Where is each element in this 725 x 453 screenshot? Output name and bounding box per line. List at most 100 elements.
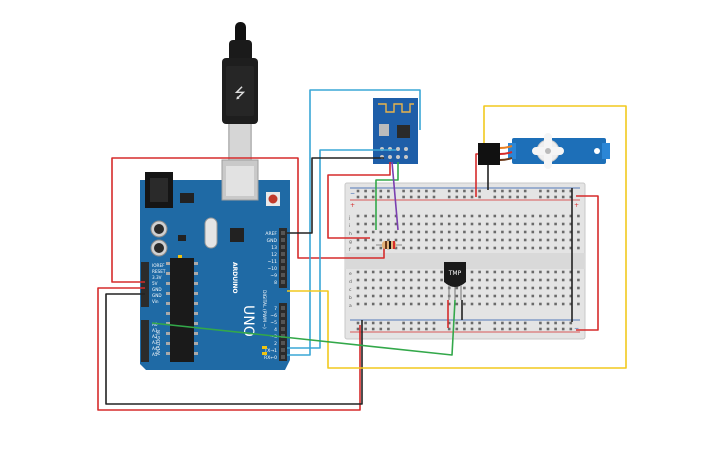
breadboard-hole[interactable] xyxy=(463,327,466,331)
wire-blue[interactable] xyxy=(287,89,421,356)
breadboard-hole[interactable] xyxy=(485,294,489,298)
breadboard-hole[interactable] xyxy=(539,195,542,199)
breadboard-hole[interactable] xyxy=(523,230,527,234)
breadboard-hole[interactable] xyxy=(417,230,421,234)
breadboard-hole[interactable] xyxy=(508,294,512,298)
breadboard-hole[interactable] xyxy=(478,195,481,199)
breadboard-hole[interactable] xyxy=(561,246,565,250)
breadboard-hole[interactable] xyxy=(425,189,428,193)
breadboard-hole[interactable] xyxy=(539,189,542,193)
breadboard-hole[interactable] xyxy=(364,294,367,298)
breadboard-hole[interactable] xyxy=(371,195,375,199)
breadboard-hole[interactable] xyxy=(561,238,565,242)
breadboard-hole[interactable] xyxy=(371,270,375,274)
breadboard-hole[interactable] xyxy=(516,327,519,331)
breadboard-hole[interactable] xyxy=(531,270,535,274)
wire-red[interactable] xyxy=(111,157,385,283)
breadboard-hole[interactable] xyxy=(546,230,550,234)
breadboard-hole[interactable] xyxy=(523,321,527,325)
breadboard-hole[interactable] xyxy=(455,214,459,218)
breadboard-hole[interactable] xyxy=(561,294,565,298)
breadboard-hole[interactable] xyxy=(508,286,512,290)
breadboard-hole[interactable] xyxy=(417,238,421,242)
breadboard-hole[interactable] xyxy=(356,222,360,226)
breadboard-hole[interactable] xyxy=(508,327,512,331)
breadboard-hole[interactable] xyxy=(371,246,375,250)
breadboard-hole[interactable] xyxy=(561,278,565,282)
breadboard-hole[interactable] xyxy=(417,189,421,193)
breadboard-hole[interactable] xyxy=(493,278,497,282)
breadboard-hole[interactable] xyxy=(356,270,360,274)
breadboard-hole[interactable] xyxy=(493,327,497,331)
breadboard-hole[interactable] xyxy=(432,321,436,325)
breadboard-hole[interactable] xyxy=(409,189,413,193)
breadboard-hole[interactable] xyxy=(394,270,398,274)
breadboard-hole[interactable] xyxy=(478,327,481,331)
breadboard-hole[interactable] xyxy=(531,230,535,234)
breadboard-hole[interactable] xyxy=(379,294,383,298)
breadboard-hole[interactable] xyxy=(387,238,390,242)
breadboard-hole[interactable] xyxy=(516,278,519,282)
breadboard-hole[interactable] xyxy=(432,302,436,306)
breadboard-hole[interactable] xyxy=(417,321,421,325)
breadboard-hole[interactable] xyxy=(447,195,451,199)
breadboard-hole[interactable] xyxy=(523,195,527,199)
breadboard-hole[interactable] xyxy=(485,214,489,218)
resistor[interactable] xyxy=(376,241,402,249)
breadboard-hole[interactable] xyxy=(531,222,535,226)
breadboard-hole[interactable] xyxy=(561,189,565,193)
breadboard-hole[interactable] xyxy=(387,302,390,306)
wire-black[interactable] xyxy=(105,293,363,405)
breadboard-hole[interactable] xyxy=(455,294,459,298)
breadboard-hole[interactable] xyxy=(470,189,474,193)
breadboard-hole[interactable] xyxy=(364,327,367,331)
breadboard-hole[interactable] xyxy=(569,230,573,234)
breadboard-hole[interactable] xyxy=(409,246,413,250)
breadboard-hole[interactable] xyxy=(523,294,527,298)
breadboard-hole[interactable] xyxy=(463,230,466,234)
breadboard-hole[interactable] xyxy=(387,327,390,331)
breadboard-hole[interactable] xyxy=(364,222,367,226)
breadboard-hole[interactable] xyxy=(356,302,360,306)
breadboard-hole[interactable] xyxy=(516,189,519,193)
breadboard-hole[interactable] xyxy=(379,327,383,331)
breadboard-hole[interactable] xyxy=(546,270,550,274)
breadboard-hole[interactable] xyxy=(523,246,527,250)
breadboard-hole[interactable] xyxy=(425,327,428,331)
breadboard-hole[interactable] xyxy=(569,286,573,290)
breadboard-hole[interactable] xyxy=(387,286,390,290)
breadboard-hole[interactable] xyxy=(364,195,367,199)
breadboard[interactable]: + − + − j i h g f e d c b a xyxy=(344,182,586,340)
breadboard-hole[interactable] xyxy=(394,230,398,234)
breadboard-hole[interactable] xyxy=(387,222,390,226)
breadboard-hole[interactable] xyxy=(493,302,497,306)
breadboard-hole[interactable] xyxy=(501,278,504,282)
breadboard-hole[interactable] xyxy=(478,189,481,193)
breadboard-hole[interactable] xyxy=(501,214,504,218)
breadboard-hole[interactable] xyxy=(569,327,573,331)
breadboard-hole[interactable] xyxy=(493,195,497,199)
breadboard-hole[interactable] xyxy=(379,270,383,274)
breadboard-hole[interactable] xyxy=(539,286,542,290)
breadboard-hole[interactable] xyxy=(425,195,428,199)
breadboard-hole[interactable] xyxy=(554,222,557,226)
breadboard-hole[interactable] xyxy=(546,278,550,282)
breadboard-hole[interactable] xyxy=(409,278,413,282)
breadboard-hole[interactable] xyxy=(394,238,398,242)
breadboard-hole[interactable] xyxy=(508,270,512,274)
breadboard-hole[interactable] xyxy=(478,214,481,218)
breadboard-hole[interactable] xyxy=(402,222,405,226)
breadboard-hole[interactable] xyxy=(539,238,542,242)
breadboard-hole[interactable] xyxy=(546,294,550,298)
breadboard-hole[interactable] xyxy=(478,294,481,298)
breadboard-hole[interactable] xyxy=(432,195,436,199)
breadboard-hole[interactable] xyxy=(470,321,474,325)
breadboard-hole[interactable] xyxy=(447,321,451,325)
breadboard-hole[interactable] xyxy=(508,189,512,193)
breadboard-hole[interactable] xyxy=(546,222,550,226)
breadboard-hole[interactable] xyxy=(440,286,443,290)
wire-green[interactable] xyxy=(375,162,399,230)
breadboard-hole[interactable] xyxy=(561,302,565,306)
breadboard-hole[interactable] xyxy=(523,286,527,290)
breadboard-hole[interactable] xyxy=(577,238,580,242)
